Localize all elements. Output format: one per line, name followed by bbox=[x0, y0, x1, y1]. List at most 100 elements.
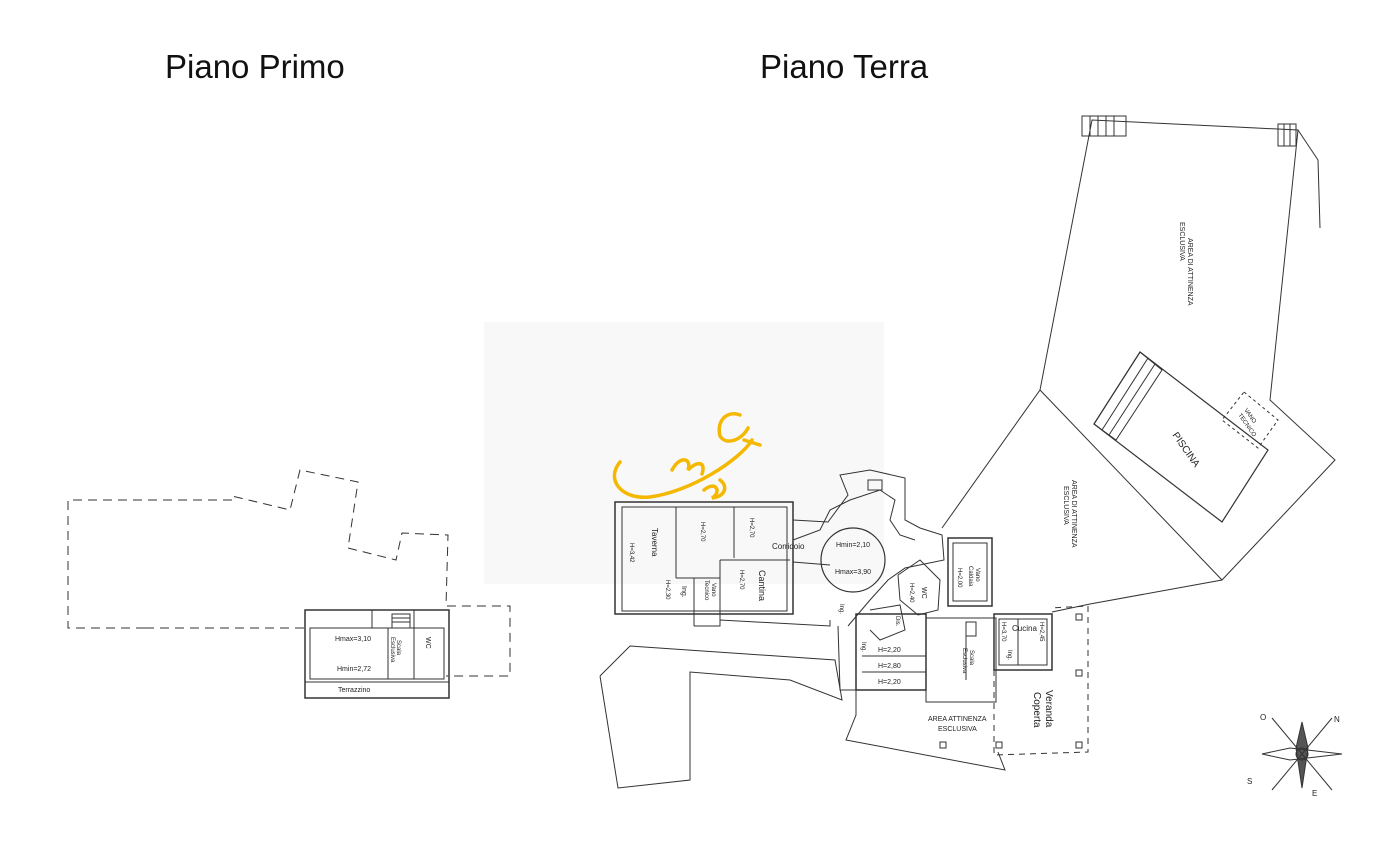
terrazzino-label: Terrazzino bbox=[338, 687, 370, 694]
compass-o: O bbox=[1260, 713, 1266, 722]
cucina-label: Cucina bbox=[1012, 624, 1037, 633]
scala-label: Scala bbox=[968, 650, 974, 666]
corridoio-label: Corridoio bbox=[772, 542, 805, 551]
pillar bbox=[939, 741, 947, 749]
ing-height: H=2,30 bbox=[664, 580, 670, 600]
area-attinenza-2b: ESCLUSIVA bbox=[1062, 486, 1069, 525]
area-attinenza-3b: ESCLUSIVA bbox=[1178, 222, 1185, 261]
compass-n: N bbox=[1334, 715, 1340, 724]
room3-height: H=2,70 bbox=[748, 518, 754, 538]
ground-floor-plan bbox=[599, 115, 1336, 789]
cantina-height: H=2,70 bbox=[738, 570, 744, 590]
scribble-lower bbox=[702, 478, 727, 500]
scala-block bbox=[925, 617, 997, 703]
cucina-height: H=2,45 bbox=[1038, 622, 1044, 642]
dashed-footprint bbox=[67, 469, 511, 677]
corridor-wall bbox=[792, 561, 831, 566]
stair-top-left bbox=[1081, 115, 1127, 137]
area-attinenza-1b: ESCLUSIVA bbox=[938, 726, 977, 733]
compass-s: S bbox=[1247, 777, 1252, 786]
corridor-outline bbox=[792, 469, 945, 627]
compass-labels: N S E O bbox=[1247, 713, 1340, 798]
circle-hmax: Hmax=3,90 bbox=[835, 569, 871, 576]
esclusiva-label: Esclusiva bbox=[961, 648, 967, 674]
ing-label-3: Ing. bbox=[860, 642, 866, 652]
caldaia-inner bbox=[952, 542, 988, 602]
wc-label: WC bbox=[920, 587, 927, 599]
caldaia-vano: Vano bbox=[974, 568, 980, 582]
ing-label-2: Ing. bbox=[838, 604, 844, 614]
pillar bbox=[1075, 741, 1083, 749]
caldaia-room bbox=[947, 537, 993, 607]
upper-outer-wall bbox=[304, 609, 450, 699]
veranda-outline bbox=[993, 605, 1089, 756]
area-attinenza-3: AREA DI ATTINENZA bbox=[1186, 238, 1193, 306]
area-division bbox=[1039, 389, 1223, 581]
upper-scala-label: Scala bbox=[395, 640, 401, 656]
cucina-inner bbox=[998, 618, 1048, 666]
compass-rose bbox=[1261, 717, 1343, 791]
dis-area bbox=[869, 604, 906, 641]
area-attinenza-1: AREA ATTINENZA bbox=[928, 716, 987, 723]
coperta-label: Coperta bbox=[1031, 692, 1042, 728]
ing-label-1: Ing. bbox=[680, 586, 687, 598]
pillar bbox=[995, 741, 1003, 749]
stair-block bbox=[391, 613, 411, 629]
stair-top-right bbox=[1277, 123, 1297, 147]
annotation-scribble bbox=[612, 412, 762, 500]
boundary-right bbox=[1297, 129, 1319, 161]
h370: H=3,70 bbox=[1000, 622, 1006, 642]
dis-label: Dis. bbox=[894, 616, 900, 627]
vano-label: Vano bbox=[710, 583, 716, 597]
compass-needle-ew bbox=[1261, 747, 1343, 761]
scala-steps bbox=[965, 621, 977, 637]
cantina-label: Cantina bbox=[757, 570, 767, 601]
pillar bbox=[1075, 669, 1083, 677]
caldaia-label: Caldaia bbox=[967, 566, 973, 587]
scribble-tick bbox=[742, 438, 762, 447]
pool-step-line bbox=[1101, 357, 1149, 431]
scribble-s bbox=[670, 458, 705, 476]
pillar bbox=[1075, 613, 1083, 621]
caldaia-height: H=2,00 bbox=[956, 568, 962, 588]
area-attinenza-2: AREA DI ATTINENZA bbox=[1070, 480, 1077, 548]
wall-bottom-step bbox=[694, 619, 831, 627]
title-piano-primo: Piano Primo bbox=[165, 48, 345, 85]
wc-room bbox=[897, 559, 941, 616]
vano-tecnico-box bbox=[1221, 391, 1279, 449]
cucina-room bbox=[993, 613, 1053, 671]
taverna-label: Taverna bbox=[650, 528, 659, 557]
upper-floor-plan bbox=[67, 469, 511, 699]
h280: H=2,80 bbox=[878, 663, 901, 670]
compass-center bbox=[1295, 747, 1309, 761]
scan-artefact bbox=[484, 322, 884, 584]
scribble-arc bbox=[612, 438, 754, 499]
ing-label-4: Ing. bbox=[1006, 650, 1012, 660]
scribble-loop-top bbox=[717, 412, 750, 443]
main-block-outer bbox=[614, 501, 794, 615]
upper-wc-label: WC bbox=[424, 637, 431, 649]
title-piano-terra: Piano Terra bbox=[760, 48, 929, 85]
piscina-label: PISCINA bbox=[1170, 430, 1202, 469]
h220-a: H=2,20 bbox=[878, 647, 901, 654]
upper-hmax-label: Hmax=3,10 bbox=[335, 636, 371, 643]
upper-floor-labels: Hmax=3,10 Hmin=2,72 Scala Esclusiva WC T… bbox=[335, 636, 431, 694]
area-attinenza-left-edge bbox=[837, 625, 858, 691]
taverna-height: H=3,42 bbox=[628, 543, 634, 563]
wc-height: H=2,40 bbox=[908, 583, 914, 603]
area-attinenza-lower bbox=[845, 690, 1006, 771]
boundary-right-2 bbox=[1317, 159, 1321, 229]
main-block-inner bbox=[621, 506, 788, 612]
area-attinenza-north bbox=[941, 119, 1336, 613]
room2-height: H=2,70 bbox=[699, 522, 705, 542]
compass-diagonal bbox=[1271, 717, 1333, 791]
compass-e: E bbox=[1312, 789, 1317, 798]
veranda-label: Veranda bbox=[1043, 690, 1054, 728]
upper-inner-wall bbox=[309, 627, 445, 680]
tecnico-label: Tecnico bbox=[703, 580, 709, 601]
pool-step-line bbox=[1108, 363, 1156, 436]
access-road bbox=[599, 645, 843, 789]
h220-b: H=2,20 bbox=[878, 679, 901, 686]
compass-needle-ns bbox=[1295, 721, 1309, 789]
